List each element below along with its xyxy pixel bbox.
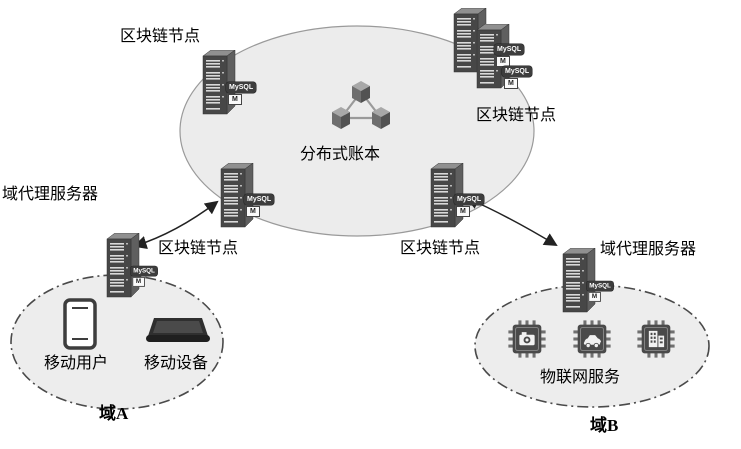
mysql-badge: MySQL M xyxy=(130,266,158,287)
mysql-dolphin-icon: M xyxy=(132,276,145,287)
mysql-dolphin-icon: M xyxy=(246,206,260,217)
mysql-badge: MySQL M xyxy=(502,66,533,89)
mysql-badge-label: MySQL xyxy=(244,194,275,205)
mysql-badge: MySQL M xyxy=(244,194,275,217)
mysql-badge-label: MySQL xyxy=(586,281,614,292)
mobile-user-label: 移动用户 xyxy=(44,355,109,372)
mysql-dolphin-icon: M xyxy=(456,206,470,217)
mysql-badge: MySQL M xyxy=(586,281,614,302)
proxy-server-label-left: 域代理服务器 xyxy=(2,186,99,203)
car-chip-icon xyxy=(571,318,613,360)
blockchain-node-label-top-left: 区块链节点 xyxy=(120,28,201,45)
mobile-device-label: 移动设备 xyxy=(144,355,209,372)
mysql-badge: MySQL M xyxy=(494,44,525,67)
linked-cubes-icon xyxy=(326,78,396,136)
blockchain-node-label-bottom-right: 区块链节点 xyxy=(400,240,481,257)
smartphone-icon xyxy=(62,298,98,350)
blockchain-node-label-top-right: 区块链节点 xyxy=(476,107,557,124)
mobile-device-icon xyxy=(144,310,212,348)
mysql-badge: MySQL M xyxy=(226,82,257,105)
mysql-dolphin-icon: M xyxy=(504,78,518,89)
proxy-server-label-right: 域代理服务器 xyxy=(600,241,697,258)
mysql-badge-label: MySQL xyxy=(454,194,485,205)
arrow-left-proxy-to-node xyxy=(133,200,219,249)
domain-a-label: 域A xyxy=(99,404,129,423)
blockchain-node-label-bottom-left: 区块链节点 xyxy=(158,240,239,257)
mysql-badge: MySQL M xyxy=(454,194,485,217)
camera-chip-icon xyxy=(506,318,548,360)
iot-service-label: 物联网服务 xyxy=(540,369,621,386)
mysql-badge-label: MySQL xyxy=(494,44,525,55)
domain-b-label: 域B xyxy=(590,416,619,435)
building-chip-icon xyxy=(635,318,677,360)
mysql-dolphin-icon: M xyxy=(228,94,242,105)
mysql-badge-label: MySQL xyxy=(502,66,533,77)
mysql-badge-label: MySQL xyxy=(226,82,257,93)
mysql-dolphin-icon: M xyxy=(588,291,601,302)
mysql-badge-label: MySQL xyxy=(130,266,158,277)
distributed-ledger-label: 分布式账本 xyxy=(300,146,381,163)
